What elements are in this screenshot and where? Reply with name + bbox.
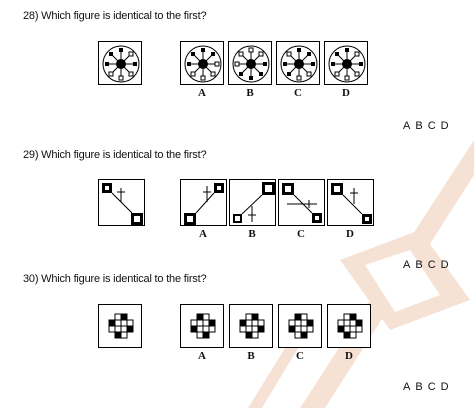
option-label-a: A bbox=[198, 350, 206, 362]
option-figure-c[interactable] bbox=[276, 41, 320, 85]
option-figure-b[interactable] bbox=[229, 179, 276, 226]
answer-b[interactable]: B bbox=[415, 120, 423, 132]
option-label-c: C bbox=[297, 228, 305, 240]
option-label-b: B bbox=[248, 228, 256, 240]
option-label-c: C bbox=[294, 87, 302, 99]
reference-figure bbox=[98, 41, 142, 85]
option-label-d: D bbox=[342, 87, 350, 99]
option-figure-b[interactable] bbox=[229, 304, 273, 348]
answer-a[interactable]: A bbox=[403, 259, 411, 271]
option-label-a: A bbox=[198, 87, 206, 99]
option-figure-a[interactable] bbox=[180, 41, 224, 85]
option-figure-c[interactable] bbox=[278, 179, 325, 226]
option-figure-b[interactable] bbox=[228, 41, 272, 85]
question-title: 30) Which figure is identical to the fir… bbox=[23, 273, 207, 285]
option-label-b: B bbox=[247, 350, 255, 362]
answer-d[interactable]: D bbox=[440, 120, 449, 132]
option-label-d: D bbox=[345, 350, 353, 362]
question-title: 29) Which figure is identical to the fir… bbox=[23, 149, 207, 161]
option-figure-d[interactable] bbox=[324, 41, 368, 85]
answer-c[interactable]: C bbox=[427, 259, 436, 271]
answer-d[interactable]: D bbox=[440, 259, 449, 271]
option-label-c: C bbox=[296, 350, 304, 362]
answer-b[interactable]: B bbox=[415, 381, 423, 393]
answer-a[interactable]: A bbox=[403, 381, 411, 393]
option-label-b: B bbox=[246, 87, 254, 99]
option-figure-a[interactable] bbox=[180, 304, 224, 348]
option-figure-c[interactable] bbox=[278, 304, 322, 348]
answer-d[interactable]: D bbox=[440, 381, 449, 393]
answer-b[interactable]: B bbox=[415, 259, 423, 271]
answer-c[interactable]: C bbox=[427, 381, 436, 393]
option-label-d: D bbox=[346, 228, 354, 240]
option-figure-a[interactable] bbox=[180, 179, 227, 226]
reference-figure bbox=[98, 179, 145, 226]
answer-c[interactable]: C bbox=[427, 120, 436, 132]
option-label-a: A bbox=[199, 228, 207, 240]
question-title: 28) Which figure is identical to the fir… bbox=[23, 10, 207, 22]
option-figure-d[interactable] bbox=[327, 179, 374, 226]
answer-a[interactable]: A bbox=[403, 120, 411, 132]
reference-figure bbox=[98, 304, 142, 348]
option-figure-d[interactable] bbox=[327, 304, 371, 348]
